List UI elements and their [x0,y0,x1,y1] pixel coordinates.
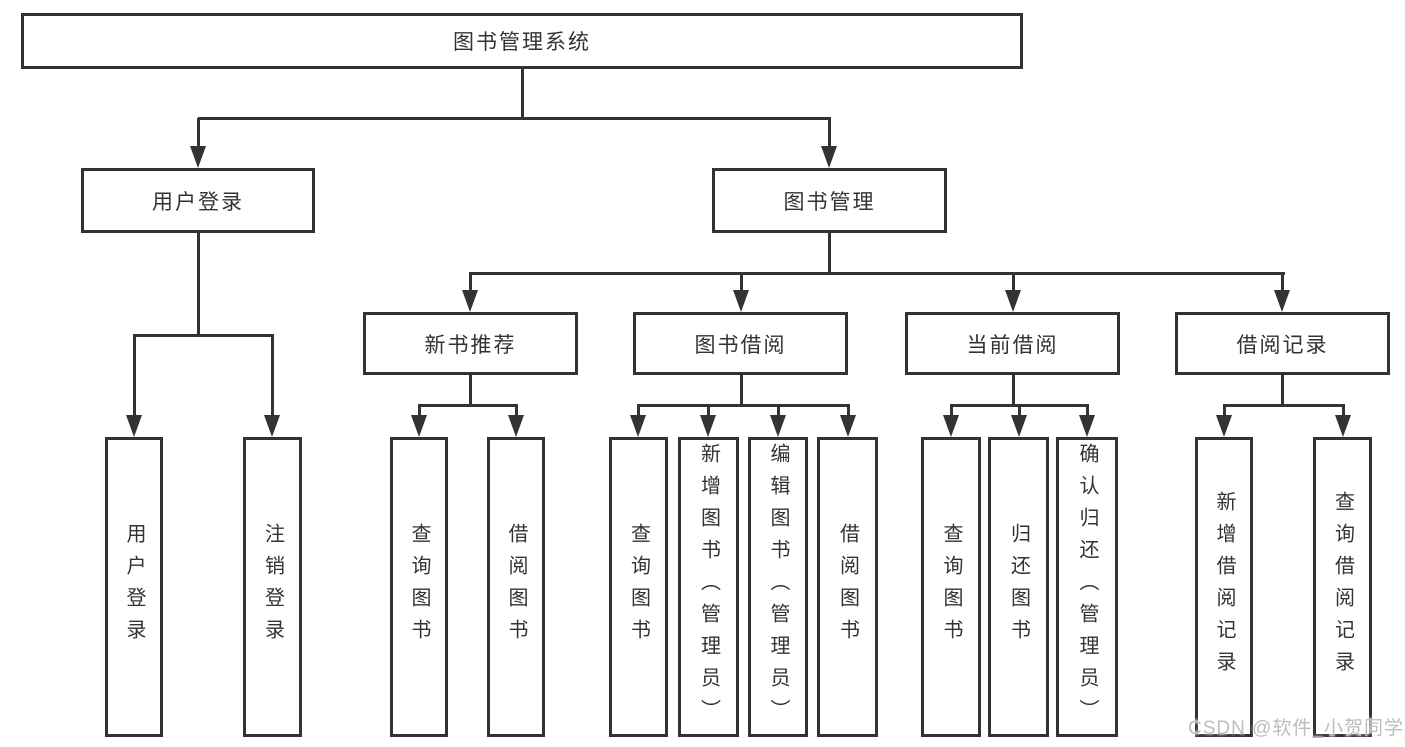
leaf-return-book-label: 归还图书 [1007,523,1030,651]
node-user-login: 用户登录 [81,168,315,233]
arrow-head [126,415,142,437]
arrow-head [508,415,524,437]
arrow-head [630,415,646,437]
arrow-shaft [196,118,200,146]
node-root-label: 图书管理系统 [453,31,591,54]
arrow-shaft [827,118,831,146]
connector-line [636,403,850,407]
leaf-user-login-label: 用户登录 [123,523,145,651]
arrow-shaft [636,405,640,415]
leaf-recommend-borrow-books: 借阅图书 [487,437,545,737]
arrow-shaft [1017,405,1021,415]
leaf-user-login: 用户登录 [105,437,163,737]
node-root: 图书管理系统 [21,13,1023,69]
arrow-shaft [1280,273,1284,290]
arrow-head [1005,290,1021,312]
connector-line [468,375,472,407]
arrow-shaft [417,405,421,415]
leaf-return-book: 归还图书 [988,437,1049,737]
leaf-logout-label: 注销登录 [261,523,284,651]
watermark: CSDN @软件_小贺同学 [1188,718,1404,739]
connector-line [520,69,524,120]
leaf-borrow-book-label: 借阅图书 [836,523,859,651]
arrow-shaft [776,405,780,415]
arrow-head [1335,415,1351,437]
node-borrow-records-label: 借阅记录 [1236,333,1329,357]
leaf-add-book-admin-label: 新增图书（管理员） [697,443,720,731]
arrow-shaft [1222,405,1226,415]
leaf-current-query-books-label: 查询图书 [940,523,962,651]
leaf-query-borrow-record-label: 查询借阅记录 [1331,491,1354,683]
node-current-borrow: 当前借阅 [905,312,1120,375]
arrow-head [411,415,427,437]
node-book-borrow: 图书借阅 [633,312,848,375]
connector-line [1011,375,1015,407]
arrow-head [840,415,856,437]
leaf-logout: 注销登录 [243,437,302,737]
arrow-head [462,290,478,312]
arrow-shaft [514,405,518,415]
leaf-recommend-query-books: 查询图书 [390,437,448,737]
connector-line [417,403,518,407]
arrow-shaft [739,273,743,290]
arrow-head [733,290,749,312]
leaf-borrow-query-books-label: 查询图书 [627,523,650,651]
connector-line [1222,403,1345,407]
leaf-add-borrow-record: 新增借阅记录 [1195,437,1253,737]
arrow-shaft [1011,273,1015,290]
leaf-confirm-return-admin-label: 确认归还（管理员） [1076,443,1098,731]
arrow-head [264,415,280,437]
connector-line [132,333,274,337]
arrow-shaft [706,405,710,415]
leaf-recommend-query-books-label: 查询图书 [408,523,430,651]
node-current-borrow-label: 当前借阅 [966,333,1059,357]
node-book-management: 图书管理 [712,168,947,233]
arrow-head [1011,415,1027,437]
arrow-shaft [846,405,850,415]
node-borrow-records: 借阅记录 [1175,312,1390,375]
arrow-shaft [270,335,274,415]
connector-line [739,375,743,407]
node-book-management-label: 图书管理 [783,190,876,214]
connector-line [468,271,1285,275]
arrow-shaft [1341,405,1345,415]
arrow-head [1079,415,1095,437]
connector-line [827,233,831,275]
arrow-head [190,146,206,168]
arrow-shaft [132,335,136,415]
leaf-borrow-query-books: 查询图书 [609,437,668,737]
leaf-query-borrow-record: 查询借阅记录 [1313,437,1372,737]
arrow-shaft [468,273,472,290]
arrow-head [821,146,837,168]
arrow-shaft [949,405,953,415]
arrow-head [1216,415,1232,437]
arrow-shaft [1085,405,1089,415]
connector-line [197,116,831,120]
leaf-recommend-borrow-books-label: 借阅图书 [505,523,527,651]
arrow-head [1274,290,1290,312]
arrow-head [770,415,786,437]
arrow-head [700,415,716,437]
leaf-borrow-book: 借阅图书 [817,437,878,737]
node-new-book-recommend-label: 新书推荐 [424,333,517,357]
leaf-edit-book-admin-label: 编辑图书（管理员） [767,443,789,731]
leaf-current-query-books: 查询图书 [921,437,981,737]
arrow-head [943,415,959,437]
connector-line [1280,375,1284,407]
node-new-book-recommend: 新书推荐 [363,312,578,375]
leaf-add-book-admin: 新增图书（管理员） [678,437,739,737]
leaf-confirm-return-admin: 确认归还（管理员） [1056,437,1118,737]
node-book-borrow-label: 图书借阅 [694,333,787,357]
node-user-login-label: 用户登录 [152,190,244,214]
leaf-edit-book-admin: 编辑图书（管理员） [748,437,808,737]
leaf-add-borrow-record-label: 新增借阅记录 [1213,491,1235,683]
connector-line [196,233,200,337]
